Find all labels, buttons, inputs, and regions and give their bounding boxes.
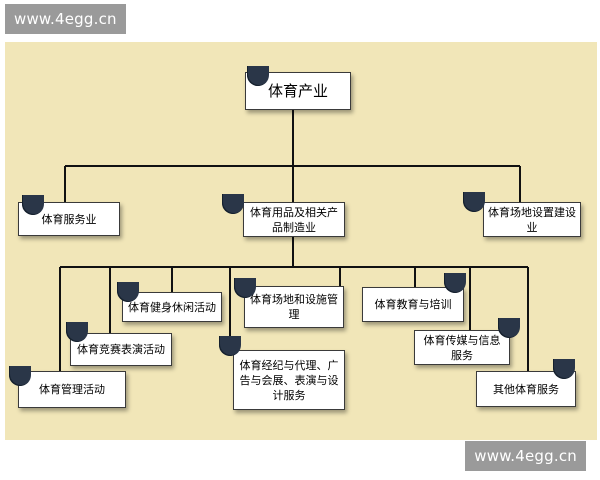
node-agency-advertising-design-label: 体育经纪与代理、广告与会展、表演与设计服务 [239,358,339,402]
node-media-information-label: 体育传媒与信息服务 [423,333,501,362]
node-tab-icon [444,273,466,293]
node-other-sports-services-label: 其他体育服务 [493,382,559,396]
node-venue-construction: 体育场地设置建设业 [483,202,581,237]
node-sports-goods-manufacturing-label: 体育用品及相关产品制造业 [250,205,338,234]
node-sports-management-label: 体育管理活动 [39,383,105,396]
node-competition-performance-label: 体育竞赛表演活动 [77,343,165,356]
node-venue-management-label: 体育场地和设施管理 [250,293,338,321]
node-tab-icon [9,366,31,386]
node-fitness-leisure-label: 体育健身休闲活动 [128,300,216,314]
watermark-bottom: www.4egg.cn [465,441,586,471]
watermark-top: www.4egg.cn [5,4,126,34]
node-tab-icon [22,195,44,215]
node-tab-icon [553,359,575,379]
node-tab-icon [222,194,244,214]
node-agency-advertising-design: 体育经纪与代理、广告与会展、表演与设计服务 [233,350,345,410]
node-tab-icon [234,278,256,298]
node-education-training: 体育教育与培训 [362,287,464,322]
node-venue-management: 体育场地和设施管理 [244,286,344,328]
node-tab-icon [117,282,139,302]
node-root-label: 体育产业 [267,81,328,100]
node-tab-icon [463,192,485,212]
node-sports-service-label: 体育服务业 [41,212,97,226]
node-competition-performance: 体育竞赛表演活动 [70,333,172,366]
node-media-information: 体育传媒与信息服务 [414,330,510,365]
node-sports-goods-manufacturing: 体育用品及相关产品制造业 [243,202,345,237]
node-sports-management: 体育管理活动 [18,371,126,408]
node-tab-icon [219,336,241,356]
node-tab-icon [66,322,88,342]
node-tab-icon [498,318,520,338]
node-education-training-label: 体育教育与培训 [374,298,452,311]
node-other-sports-services: 其他体育服务 [476,371,576,407]
node-fitness-leisure: 体育健身休闲活动 [122,292,222,322]
node-tab-icon [247,66,269,86]
node-venue-construction-label: 体育场地设置建设业 [488,205,576,234]
